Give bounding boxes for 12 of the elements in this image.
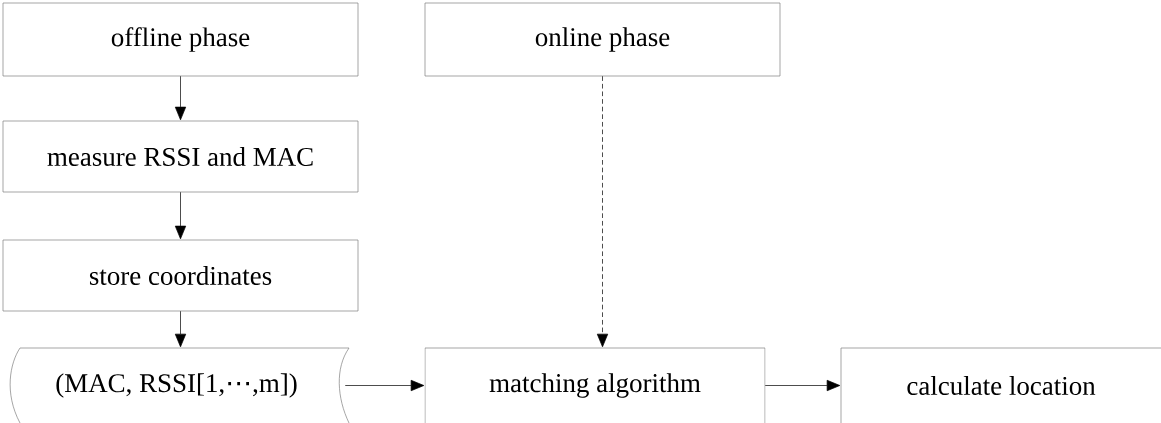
process-box: offline phase bbox=[2, 2, 359, 77]
arrow bbox=[174, 310, 187, 348]
arrow bbox=[764, 379, 841, 392]
process-box: store coordinates bbox=[2, 239, 359, 312]
process-box: online phase bbox=[424, 2, 781, 77]
process-box: calculate location bbox=[840, 347, 1161, 423]
arrow bbox=[344, 379, 425, 392]
arrow bbox=[174, 191, 187, 240]
dashed-arrow bbox=[596, 75, 609, 348]
process-box: measure RSSI and MAC bbox=[2, 120, 359, 193]
process-box: matching algorithm bbox=[424, 347, 766, 423]
arrow bbox=[174, 75, 187, 121]
